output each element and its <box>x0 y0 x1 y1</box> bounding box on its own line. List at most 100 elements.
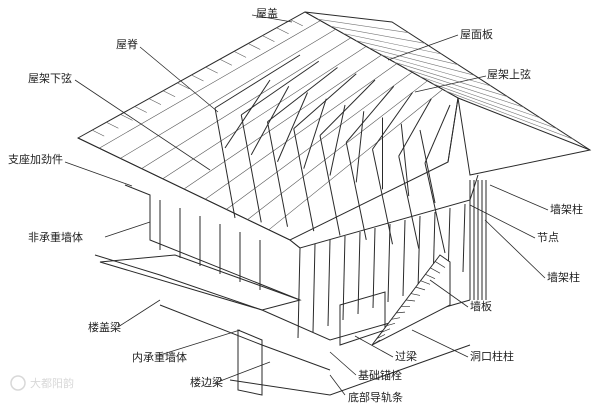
front-wall-stud <box>297 247 301 339</box>
truss-web <box>319 135 341 236</box>
roof-hatch-line <box>148 98 162 105</box>
leader-wall-column <box>489 184 549 211</box>
sheathing-hatch-line <box>381 328 391 333</box>
truss-top-chord <box>398 98 432 157</box>
shingle-course <box>419 76 541 119</box>
roof-hatch-line <box>233 51 247 58</box>
roof-panel-line <box>183 54 382 190</box>
label-truss-bottom-chord: 屋架下弦 <box>28 71 72 85</box>
front-wall-stud <box>462 203 466 273</box>
sheathing-hatch-line <box>376 334 386 339</box>
label-joint: 节点 <box>537 231 559 244</box>
leader-joint <box>469 204 536 239</box>
front-wall-stud <box>312 243 316 333</box>
roof-hatch-line <box>248 43 261 50</box>
label-bracing-stiffener: 支座加劲件 <box>8 152 63 166</box>
truss-top-chord <box>319 79 376 136</box>
label-bottom-track: 底部导轨条 <box>348 390 403 404</box>
roof-hatch-line <box>134 106 147 113</box>
truss-web <box>372 149 393 245</box>
roof-panel-line <box>120 28 336 159</box>
sheathing-hatch-line <box>371 339 381 346</box>
truss-top-chord <box>372 92 413 150</box>
truss-top-chord <box>424 104 451 164</box>
truss-web <box>240 114 262 223</box>
truss-top-chord <box>267 67 338 123</box>
leader-lines <box>64 14 549 396</box>
watermark-text: 大都阳韵 <box>30 376 74 390</box>
sheathing-hatch-line <box>420 280 431 285</box>
sheathing-hatch-line <box>396 311 406 314</box>
roof-panel-line <box>205 63 397 200</box>
label-sheathing: 墙板 <box>470 299 492 313</box>
leader-bearing-wall <box>159 329 241 356</box>
shingle-course <box>317 18 409 33</box>
leader-top-chord <box>414 75 487 93</box>
sheathing-hatch-line <box>434 261 446 268</box>
label-wall-column: 墙架柱 <box>547 270 580 284</box>
sheathing-hatch-line <box>391 317 401 320</box>
label-foundation-anchor: 基础锚栓 <box>358 368 402 382</box>
sheathing-hatch-line <box>415 286 426 291</box>
leader-floor-joist <box>117 299 161 328</box>
truss-diagonal <box>277 92 308 162</box>
roof-left-slope <box>77 137 301 249</box>
shingle-course <box>381 54 492 87</box>
roof-panel-hatch <box>92 19 443 231</box>
label-wall-frame-column: 墙架柱 <box>550 202 583 216</box>
label-lintel: 过梁 <box>395 349 417 363</box>
label-edge-beam: 楼边梁 <box>190 375 223 389</box>
label-non-bearing-wall: 非承重墙体 <box>28 230 83 244</box>
label-bearing-wall: 内承重墙体 <box>132 350 187 364</box>
truss-diagonal <box>303 98 327 169</box>
front-wall-stud <box>417 215 421 291</box>
front-wall-stud <box>387 223 391 303</box>
label-opening-column: 洞口柱柱 <box>470 349 514 363</box>
front-wall-stud <box>357 231 361 315</box>
roof-hatch-line <box>262 35 275 42</box>
truss-web <box>345 142 367 240</box>
floor-deck <box>99 254 302 311</box>
leader-edge-beam <box>214 361 271 384</box>
label-roof-panel: 屋面板 <box>460 27 493 41</box>
truss-top-chord <box>240 60 320 116</box>
front-wall-stud <box>372 227 376 309</box>
truss-diagonal <box>355 111 365 183</box>
truss-web <box>267 121 288 227</box>
wall-sheathing <box>371 254 451 346</box>
front-wall-stud <box>342 235 346 321</box>
shingle-course <box>445 90 574 140</box>
truss-diagonal <box>224 79 271 149</box>
truss-top-chord <box>214 54 301 109</box>
door-opening <box>237 329 263 396</box>
leader-lintel <box>354 335 394 358</box>
roof-hatch-line <box>120 114 133 121</box>
roof-hatch-line <box>290 19 303 27</box>
leader-bottom-track <box>329 374 346 396</box>
foundation-line <box>229 344 471 396</box>
sheathing-hatch-line <box>405 299 416 302</box>
leader-bottom-chord <box>74 79 211 171</box>
leader-non-bearing <box>104 221 151 238</box>
roof-hatch-line <box>205 66 218 74</box>
truss-web <box>398 156 420 249</box>
roof-hatch-line <box>106 121 119 129</box>
leader-bracing <box>64 161 133 187</box>
leader-roof-covering <box>251 14 293 23</box>
sheathing-hatch-line <box>425 273 436 280</box>
roof-hatch-line <box>191 74 204 82</box>
sheathing-hatch-line <box>386 322 396 327</box>
truss-diagonal <box>329 104 346 176</box>
roof-hatch-line <box>177 82 190 90</box>
roof-hatch-line <box>276 27 289 35</box>
front-wall-stud <box>402 219 406 297</box>
sheathing-hatch-line <box>430 267 441 274</box>
sheathing-hatch-line <box>410 293 421 296</box>
wall-studs <box>159 180 487 339</box>
truss-web <box>293 128 315 232</box>
shingle-course <box>330 26 426 44</box>
leader-sheathing <box>429 279 469 308</box>
truss-diagonal <box>419 129 436 204</box>
truss-diagonal <box>400 123 410 197</box>
